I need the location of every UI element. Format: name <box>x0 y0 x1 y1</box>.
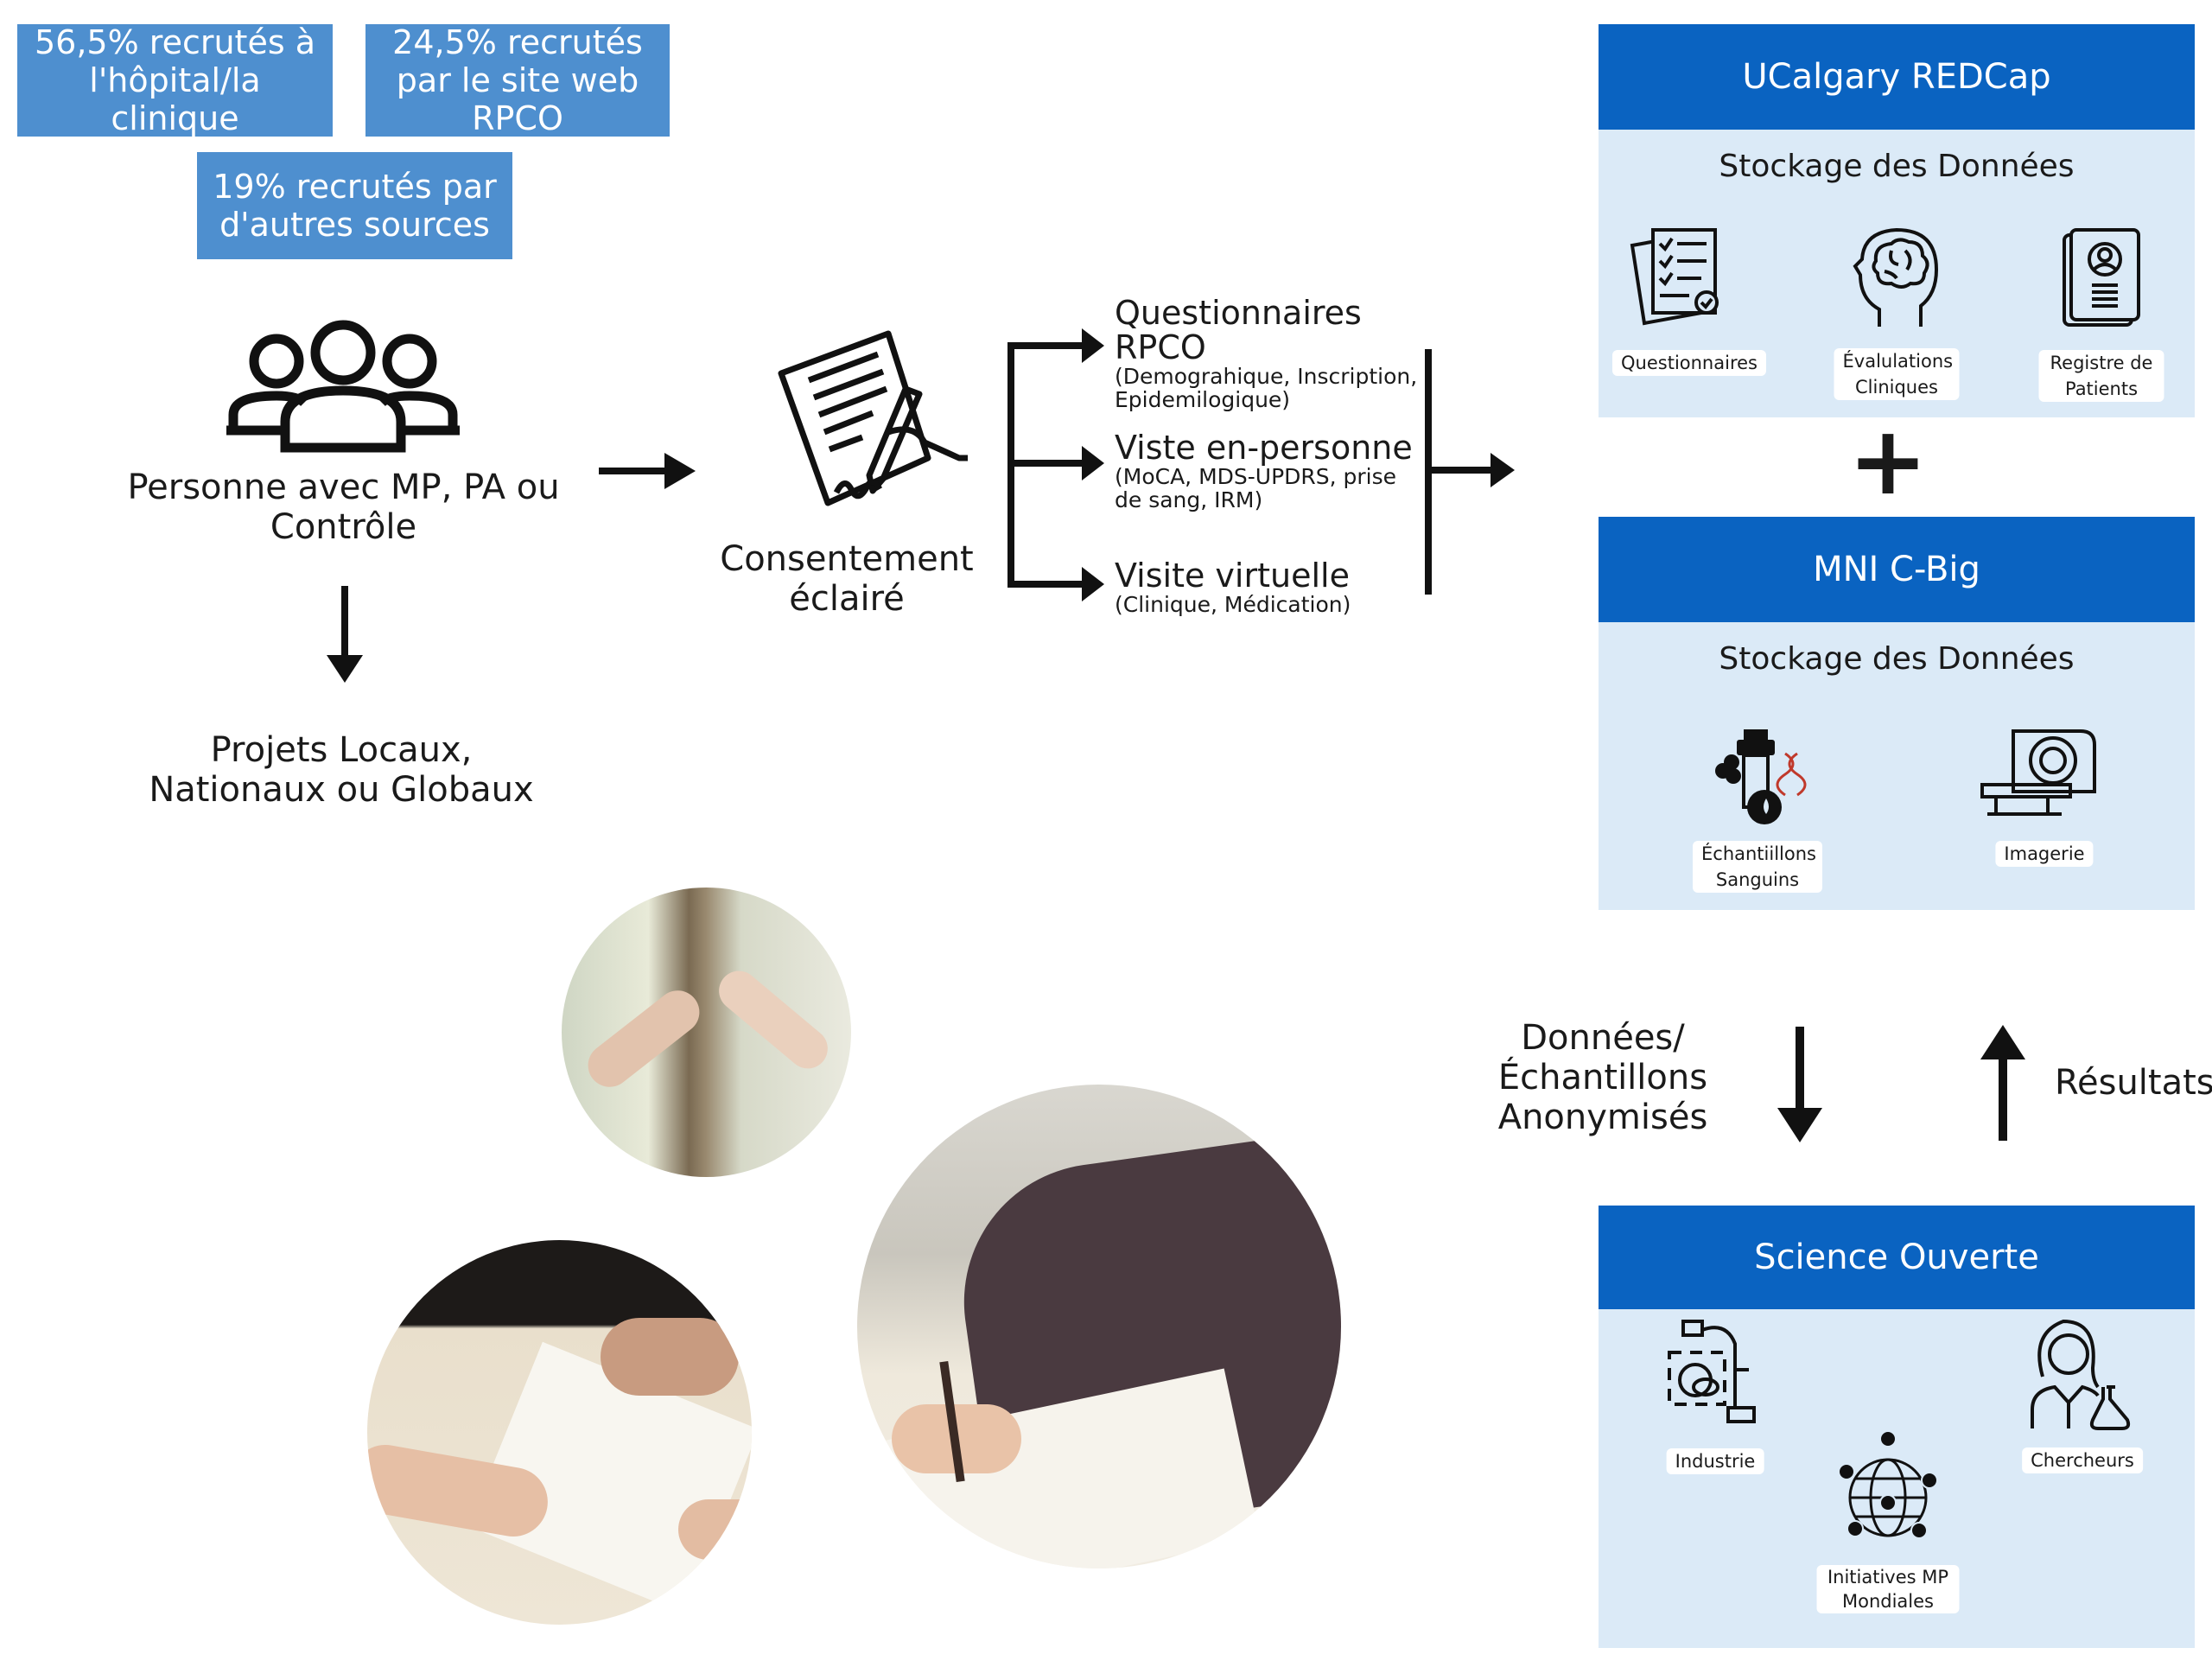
open-science-item-label: Industrie <box>1666 1448 1764 1474</box>
brain-head-icon <box>1853 227 1939 327</box>
redcap-item-label: Registre de Patients <box>2038 350 2164 402</box>
redcap-item-label: Questionnaires <box>1612 350 1766 376</box>
open-science-item-label: Chercheurs <box>2022 1447 2143 1473</box>
people-group-icon <box>226 320 460 453</box>
recruit-website-text: 24,5% recrutés par le site web RPCO <box>392 23 643 137</box>
researcher-icon <box>2031 1319 2131 1430</box>
cbig-item-label: Échantiillons Sanguins <box>1693 841 1822 893</box>
step-title: Viste en-personne <box>1115 429 1413 467</box>
open-science-title: Science Ouverte <box>1754 1238 2039 1277</box>
recruit-hospital-box: 56,5% recrutés à l'hôpital/la clinique <box>17 23 333 137</box>
questionnaire-icon <box>1630 228 1719 326</box>
redcap-item-label: Évalulations Cliniques <box>1834 348 1960 400</box>
recruit-other-text: 19% recrutés par d'autres sources <box>213 168 497 244</box>
recruit-hospital-text: 56,5% recrutés à l'hôpital/la clinique <box>34 23 315 137</box>
global-network-icon <box>1838 1430 1938 1539</box>
plus-sign: + <box>1847 405 1929 516</box>
arrow-down-anonymized <box>1777 1027 1822 1142</box>
step-detail: (Demograhique, Inscription, Epidemilogiq… <box>1115 364 1418 412</box>
cbig-item-label: Imagerie <box>1995 841 2094 867</box>
projects-label: Projets Locaux, Nationaux ou Globaux <box>149 730 534 810</box>
signing-document-icon <box>778 330 968 506</box>
consent-label: Consentement éclairé <box>720 539 974 619</box>
microscope-icon <box>1668 1320 1756 1423</box>
cbig-header: MNI C-Big <box>1599 517 2195 622</box>
patient-registry-icon <box>2063 228 2140 327</box>
redcap-header: UCalgary REDCap <box>1599 24 2195 130</box>
step-in-person: Viste en-personne (MoCA, MDS-UPDRS, pris… <box>1115 430 1417 512</box>
step-questionnaires: Questionnaires RPCO (Demograhique, Inscr… <box>1115 296 1434 411</box>
arrow-down-projects <box>327 586 363 683</box>
recruit-website-box: 24,5% recrutés par le site web RPCO <box>365 23 670 137</box>
step-title: Visite virtuelle <box>1115 557 1350 595</box>
collector-arrow <box>1425 349 1515 595</box>
blood-sample-icon <box>1715 729 1807 824</box>
flow-up-label: Résultats <box>2055 1063 2212 1103</box>
mri-scanner-icon <box>1980 729 2096 816</box>
step-detail: (Clinique, Médication) <box>1115 592 1351 617</box>
arrow-up-results <box>1980 1025 2025 1141</box>
person-label: Personne avec MP, PA ou Contrôle <box>127 468 560 547</box>
redcap-title: UCalgary REDCap <box>1742 57 2051 97</box>
open-science-item-label: Initiatives MP Mondiales <box>1816 1565 1960 1613</box>
step-title: Questionnaires RPCO <box>1115 294 1362 366</box>
photo-handshake <box>562 888 851 1177</box>
cbig-title: MNI C-Big <box>1813 550 1980 589</box>
step-virtual: Visite virtuelle (Clinique, Médication) <box>1115 558 1417 616</box>
branch-arrows <box>1007 328 1104 601</box>
redcap-subtitle: Stockage des Données <box>1719 149 2075 184</box>
photo-signing-man <box>857 1085 1341 1568</box>
cbig-subtitle: Stockage des Données <box>1719 641 2075 677</box>
step-detail: (MoCA, MDS-UPDRS, prise de sang, IRM) <box>1115 464 1397 512</box>
photo-signing-table <box>367 1240 752 1625</box>
recruit-other-box: 19% recrutés par d'autres sources <box>197 152 512 259</box>
arrow-right-consent <box>599 453 696 489</box>
open-science-header: Science Ouverte <box>1599 1206 2195 1309</box>
flow-down-label: Données/ Échantillons Anonymisés <box>1497 1018 1708 1137</box>
